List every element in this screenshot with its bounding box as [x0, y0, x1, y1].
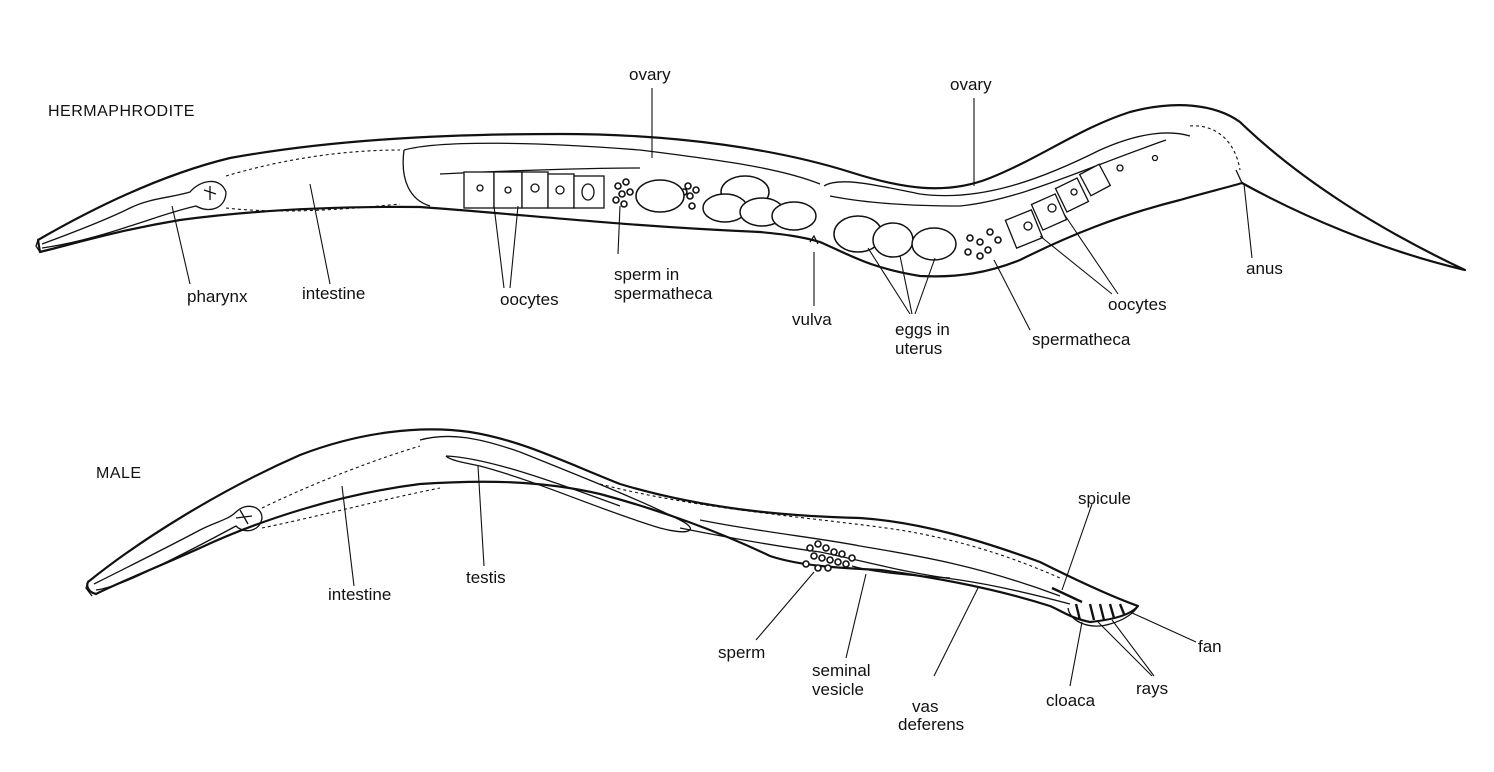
- sperm-cluster-posterior: [964, 228, 1002, 260]
- label-sperm-in-spermatheca-line1: sperm in: [614, 265, 679, 284]
- label-vulva: vulva: [792, 310, 832, 329]
- oocyte: [493, 171, 523, 209]
- egg: [872, 222, 914, 258]
- label-sperm-in-spermatheca-line2: spermatheca: [614, 284, 713, 303]
- male-gonad-tube: [679, 519, 1071, 605]
- label-seminal-vesicle-line2: vesicle: [812, 680, 864, 699]
- hermaphrodite-title: HERMAPHRODITE: [48, 103, 195, 120]
- vulva-structure: [809, 234, 819, 245]
- male-seminal-vesicle: [851, 565, 951, 579]
- male-spicule: [1051, 586, 1083, 604]
- oocyte: [573, 175, 605, 209]
- oocyte-nucleus: [1116, 164, 1124, 172]
- label-seminal-vesicle-line1: seminal: [812, 661, 871, 680]
- label-pharynx: pharynx: [187, 287, 248, 306]
- oocyte-nucleus: [504, 186, 512, 194]
- label-vas-deferens-line2: deferens: [898, 715, 964, 734]
- label-cloaca: cloaca: [1046, 691, 1096, 710]
- label-fan: fan: [1198, 637, 1222, 656]
- oocyte-nucleus: [1023, 221, 1033, 231]
- label-vas-deferens-line1: vas: [912, 697, 938, 716]
- oocyte-nucleus: [1151, 154, 1159, 162]
- hermaphrodite-figure: HERMAPHRODITE: [35, 65, 1467, 358]
- male-body-outline: [86, 428, 1140, 624]
- anus-structure: [1235, 169, 1243, 184]
- egg: [635, 179, 685, 213]
- label-sperm: sperm: [718, 643, 765, 662]
- hermaphrodite-pharynx: [41, 180, 227, 249]
- oocyte: [463, 171, 495, 209]
- male-figure: MALE: [85, 428, 1222, 734]
- oocyte: [521, 171, 549, 209]
- sperm-cluster-anterior: [612, 178, 700, 210]
- male-mouth: [85, 581, 93, 597]
- hermaphrodite-intestine-posterior: [1189, 125, 1241, 171]
- label-oocytes-posterior: oocytes: [1108, 295, 1167, 314]
- male-sperm-cluster: [802, 540, 856, 572]
- male-title: MALE: [96, 465, 142, 482]
- oocyte-nucleus: [530, 183, 540, 193]
- oocyte-nucleus: [1070, 188, 1078, 196]
- egg: [771, 201, 817, 231]
- label-intestine-hermaphrodite: intestine: [302, 284, 365, 303]
- male-pharynx: [93, 505, 263, 591]
- oocyte-nucleus: [555, 185, 565, 195]
- oocyte: [1078, 163, 1112, 197]
- egg: [911, 227, 957, 261]
- male-intestine-outline: [261, 445, 1061, 579]
- hermaphrodite-intestine-outline: [225, 149, 401, 212]
- oocyte-nucleus: [581, 183, 595, 201]
- hermaphrodite-mouth: [35, 239, 41, 253]
- male-testis: [419, 435, 692, 533]
- label-intestine-male: intestine: [328, 585, 391, 604]
- label-ovary-posterior: ovary: [950, 75, 992, 94]
- male-leader-lines: [341, 465, 1197, 687]
- hermaphrodite-pharynx-bulb-cross: [203, 186, 217, 200]
- label-rays: rays: [1136, 679, 1168, 698]
- oocyte-nucleus: [1047, 203, 1057, 213]
- oocyte: [547, 173, 575, 209]
- male-pharynx-bulb-cross: [235, 509, 253, 525]
- label-ovary-anterior: ovary: [629, 65, 671, 84]
- oocyte-nucleus: [476, 184, 484, 192]
- hermaphrodite-leader-lines: [171, 88, 1253, 331]
- male-fan: [1067, 605, 1139, 627]
- label-eggs-in-uterus-line2: uterus: [895, 339, 942, 358]
- label-spicule: spicule: [1078, 489, 1131, 508]
- label-anus: anus: [1246, 259, 1283, 278]
- male-rays: [1074, 603, 1126, 621]
- hermaphrodite-body-outline: [36, 104, 1467, 278]
- oocyte: [1004, 209, 1044, 249]
- label-testis: testis: [466, 568, 506, 587]
- label-spermatheca: spermatheca: [1032, 330, 1131, 349]
- label-eggs-in-uterus-line1: eggs in: [895, 320, 950, 339]
- oocyte: [1030, 193, 1068, 231]
- label-oocytes-anterior: oocytes: [500, 290, 559, 309]
